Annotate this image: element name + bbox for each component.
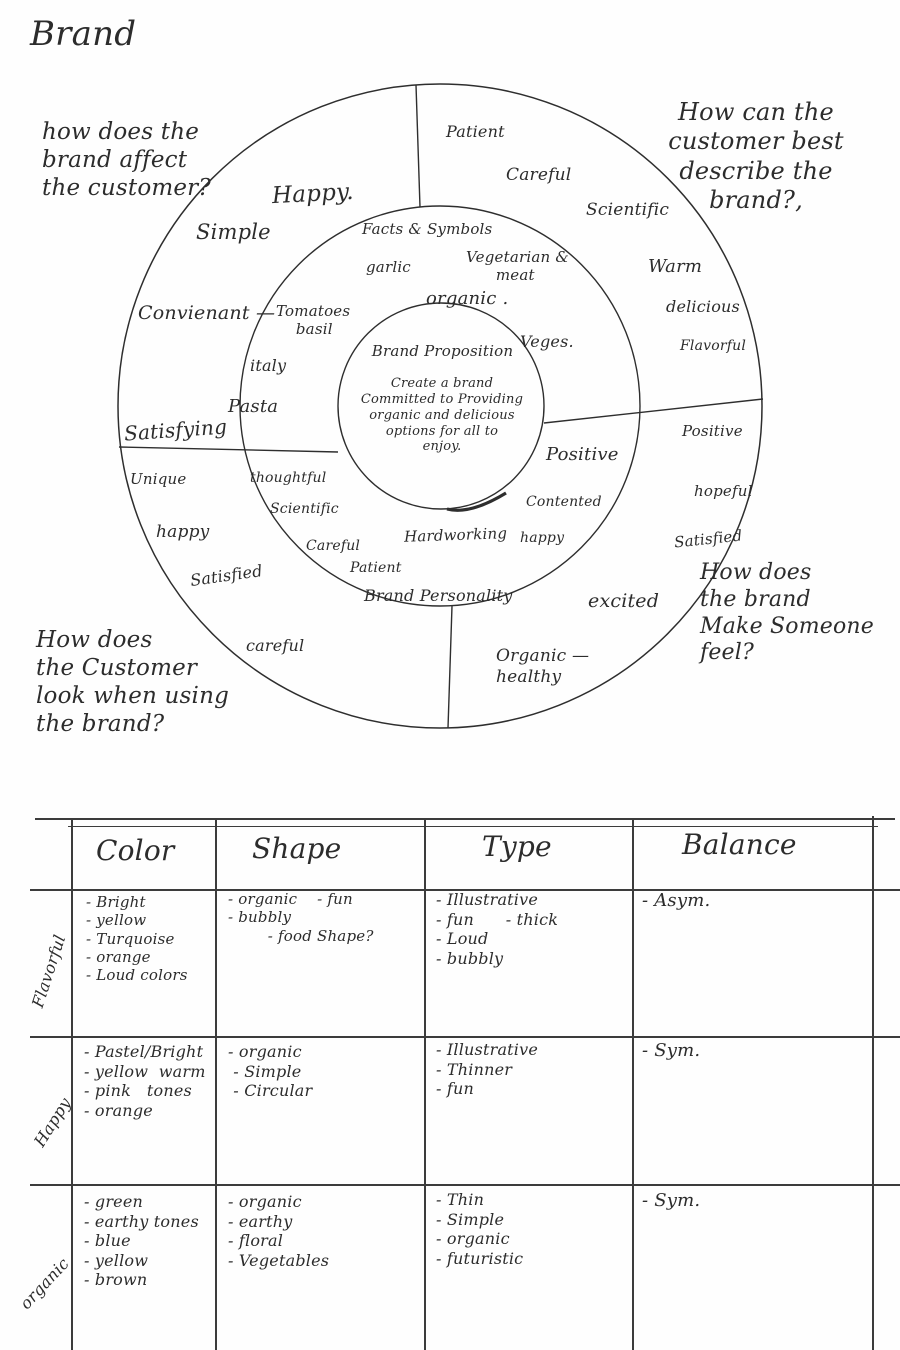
cell-organic-shape: - organic - earthy - floral - Vegetables xyxy=(228,1192,330,1270)
cell-flavorful-type: - Illustrative - fun - thick - Loud - bu… xyxy=(436,890,559,968)
table-col-border xyxy=(71,819,73,1350)
row-label-happy: Happy xyxy=(30,1094,75,1151)
divider-right xyxy=(543,398,764,424)
middle-label: Brand Personality xyxy=(364,586,513,605)
row-label-flavorful: Flavorful xyxy=(28,932,70,1010)
table-top-line xyxy=(35,818,895,820)
annotation-describe: How can the customer best describe the b… xyxy=(668,98,844,214)
outer-label: Flavorful xyxy=(680,338,747,354)
row-label-organic: organic xyxy=(16,1254,73,1313)
annotation-look: How does the Customer look when using th… xyxy=(36,627,230,738)
cell-happy-type: - Illustrative - Thinner - fun xyxy=(436,1040,539,1099)
table-row-divider xyxy=(30,1036,900,1038)
outer-label: Happy. xyxy=(271,178,355,210)
middle-label: Patient xyxy=(350,560,402,576)
middle-label: italy xyxy=(250,356,287,375)
page-title: Brand xyxy=(30,14,137,54)
middle-label: Tomatoes basil xyxy=(276,302,351,339)
table-header-divider xyxy=(30,889,900,891)
outer-label: Patient xyxy=(446,122,505,141)
outer-label: happy xyxy=(156,522,210,542)
table-row-divider xyxy=(30,1184,900,1186)
outer-label: Convienant — xyxy=(138,302,276,324)
middle-label: organic . xyxy=(426,288,509,309)
middle-label: Vegetarian & meat xyxy=(466,248,569,285)
table-top-inner-line xyxy=(68,826,878,827)
outer-label: Unique xyxy=(130,470,187,488)
center-title: Brand Proposition xyxy=(371,342,514,360)
outer-label: delicious xyxy=(666,297,740,316)
middle-label: Careful xyxy=(306,538,361,554)
outer-label: Scientific xyxy=(586,200,670,220)
table-header-color: Color xyxy=(96,834,175,867)
middle-label: Scientific xyxy=(270,501,339,517)
brand-wheel-drawing xyxy=(117,83,764,729)
outer-label: hopeful xyxy=(694,482,753,500)
divider-left xyxy=(118,446,339,453)
outer-label: Positive xyxy=(682,422,743,440)
cell-flavorful-balance: - Asym. xyxy=(642,890,711,911)
outer-label: careful xyxy=(246,636,305,655)
middle-label: thoughtful xyxy=(250,470,327,486)
middle-label: Contented xyxy=(526,494,602,510)
cell-happy-balance: - Sym. xyxy=(642,1040,701,1061)
center-body: Create a brand Committed to Providing or… xyxy=(360,376,524,455)
annotation-affect: how does the brand affect the customer? xyxy=(42,119,211,202)
middle-label: Hardworking xyxy=(403,524,508,546)
table-col-border xyxy=(632,819,634,1350)
cell-flavorful-shape: - organic - fun - bubbly - food Shape? xyxy=(228,890,374,945)
middle-circle xyxy=(239,205,641,607)
pen-smudge xyxy=(446,491,507,512)
annotation-feel: How does the brand Make Someone feel? xyxy=(700,560,875,666)
middle-label: happy xyxy=(520,530,565,546)
cell-organic-type: - Thin - Simple - organic - futuristic xyxy=(436,1190,524,1268)
table-header-shape: Shape xyxy=(252,832,342,865)
table-col-border xyxy=(215,819,217,1350)
outer-label: Organic — healthy xyxy=(496,646,590,687)
middle-label: garlic xyxy=(366,258,411,276)
cell-organic-balance: - Sym. xyxy=(642,1190,701,1211)
table-col-border xyxy=(872,816,874,1350)
inner-circle xyxy=(337,302,545,510)
middle-label: Facts & Symbols xyxy=(362,220,493,238)
divider-bottom xyxy=(447,605,453,729)
cell-happy-shape: - organic - Simple - Circular xyxy=(228,1042,313,1101)
outer-circle xyxy=(117,83,763,729)
middle-label: Positive xyxy=(546,444,619,465)
table-header-balance: Balance xyxy=(682,828,797,861)
outer-label: excited xyxy=(588,590,660,612)
middle-label: Veges. xyxy=(520,332,574,351)
divider-top xyxy=(415,84,421,208)
table-header-type: Type xyxy=(482,830,552,863)
cell-flavorful-color: - Bright - yellow - Turquoise - orange -… xyxy=(86,893,188,985)
table-col-border xyxy=(424,819,426,1350)
cell-organic-color: - green - earthy tones - blue - yellow -… xyxy=(84,1192,199,1290)
cell-happy-color: - Pastel/Bright - yellow warm - pink ton… xyxy=(84,1042,206,1120)
outer-label: Simple xyxy=(196,220,271,244)
middle-label: Pasta xyxy=(228,396,279,417)
outer-label: Careful xyxy=(506,165,572,185)
outer-label: Warm xyxy=(648,256,703,277)
